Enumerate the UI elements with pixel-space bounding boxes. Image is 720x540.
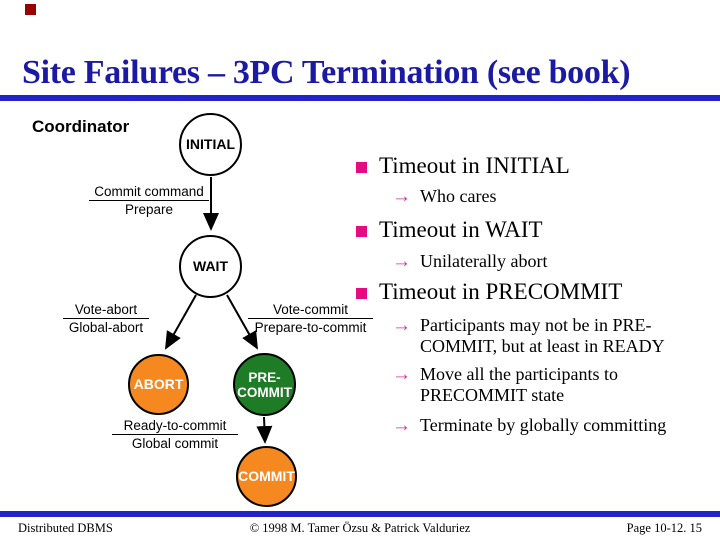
page-title: Site Failures – 3PC Termination (see boo… <box>22 54 631 91</box>
bullet-label: Timeout in WAIT <box>379 217 543 242</box>
state-precommit-label-line1: PRE- <box>248 369 281 385</box>
diagram-label-coordinator: Coordinator <box>32 117 130 136</box>
bullet-square-icon <box>356 162 367 173</box>
state-commit-label: COMMIT <box>238 468 295 484</box>
transition-action: Global commit <box>131 436 219 451</box>
transition-vote-commit: Vote-commit Prepare-to-commit <box>248 302 373 335</box>
arrow-right-icon: → <box>392 415 411 436</box>
state-commit: COMMIT <box>236 446 297 507</box>
state-wait: WAIT <box>179 235 242 298</box>
transition-action: Global-abort <box>68 320 144 335</box>
bullet-label: Timeout in PRECOMMIT <box>379 279 623 304</box>
state-initial-label: INITIAL <box>186 136 235 152</box>
footer-copyright: © 1998 M. Tamer Özsu & Patrick Valduriez <box>249 521 471 535</box>
corner-marker-icon <box>25 4 36 15</box>
transition-event: Vote-commit <box>248 302 373 319</box>
state-precommit: PRE- COMMIT <box>233 353 296 416</box>
arrow-right-icon: → <box>392 251 411 272</box>
state-initial: INITIAL <box>179 113 242 176</box>
sub-bullet-text: Participants may not be in PRE- COMMIT, … <box>420 315 665 356</box>
arrow-right-icon: → <box>392 315 411 336</box>
sub-bullet-participants: → Participants may not be in PRE- COMMIT… <box>392 315 665 357</box>
sub-bullet-text: Move all the participants to PRECOMMIT s… <box>420 364 618 405</box>
bullet-square-icon <box>356 288 367 299</box>
state-precommit-label-line2: COMMIT <box>237 384 292 400</box>
sub-bullet-unilaterally-abort: → Unilaterally abort <box>392 251 547 272</box>
title-rule <box>0 95 720 101</box>
footer-course-name: Distributed DBMS <box>18 521 113 535</box>
transition-vote-abort: Vote-abort Global-abort <box>63 302 149 335</box>
transition-event: Ready-to-commit <box>112 418 238 435</box>
bullet-timeout-precommit: Timeout in PRECOMMIT <box>356 280 622 304</box>
bullet-timeout-wait: Timeout in WAIT <box>356 218 543 242</box>
sub-bullet-who-cares: → Who cares <box>392 186 496 207</box>
bullet-timeout-initial: Timeout in INITIAL <box>356 154 570 178</box>
sub-bullet-text: Unilaterally abort <box>420 251 548 271</box>
sub-bullet-text: Who cares <box>420 186 497 206</box>
transition-ready-to-commit: Ready-to-commit Global commit <box>112 418 238 451</box>
sub-bullet-terminate: → Terminate by globally committing <box>392 415 666 436</box>
transition-commit-command: Commit command Prepare <box>89 184 209 217</box>
footer-page-number: Page 10-12. 15 <box>626 521 702 535</box>
transition-action: Prepare <box>124 202 174 217</box>
sub-bullet-move-participants: → Move all the participants to PRECOMMIT… <box>392 364 618 406</box>
arrow-right-icon: → <box>392 186 411 207</box>
sub-bullet-text: Terminate by globally committing <box>420 415 667 435</box>
transition-event: Commit command <box>89 184 209 201</box>
state-wait-label: WAIT <box>193 258 228 274</box>
transition-action: Prepare-to-commit <box>254 320 367 335</box>
state-abort-label: ABORT <box>133 376 184 392</box>
arrow-right-icon: → <box>392 364 411 385</box>
transition-event: Vote-abort <box>63 302 149 319</box>
footer-rule <box>0 511 720 517</box>
bullet-square-icon <box>356 226 367 237</box>
state-abort: ABORT <box>128 354 189 415</box>
bullet-label: Timeout in INITIAL <box>379 153 570 178</box>
